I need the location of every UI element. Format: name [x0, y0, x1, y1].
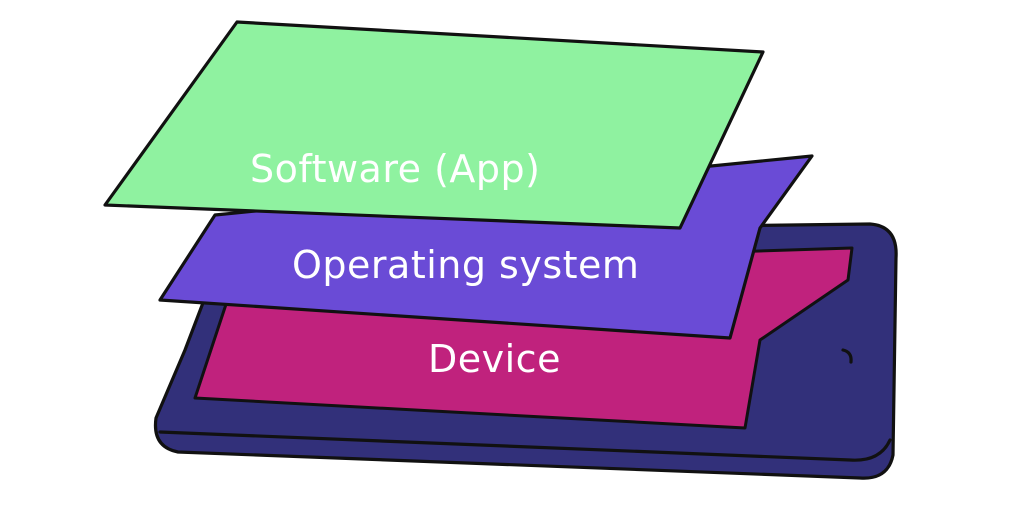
device-side-button	[841, 348, 853, 364]
software-plane	[103, 20, 765, 230]
device-bottom-edge	[158, 430, 892, 462]
device-label: Device	[428, 337, 561, 381]
os-label: Operating system	[292, 243, 639, 287]
software-label: Software (App)	[250, 147, 540, 191]
software-layer: Software (App)	[103, 20, 765, 230]
